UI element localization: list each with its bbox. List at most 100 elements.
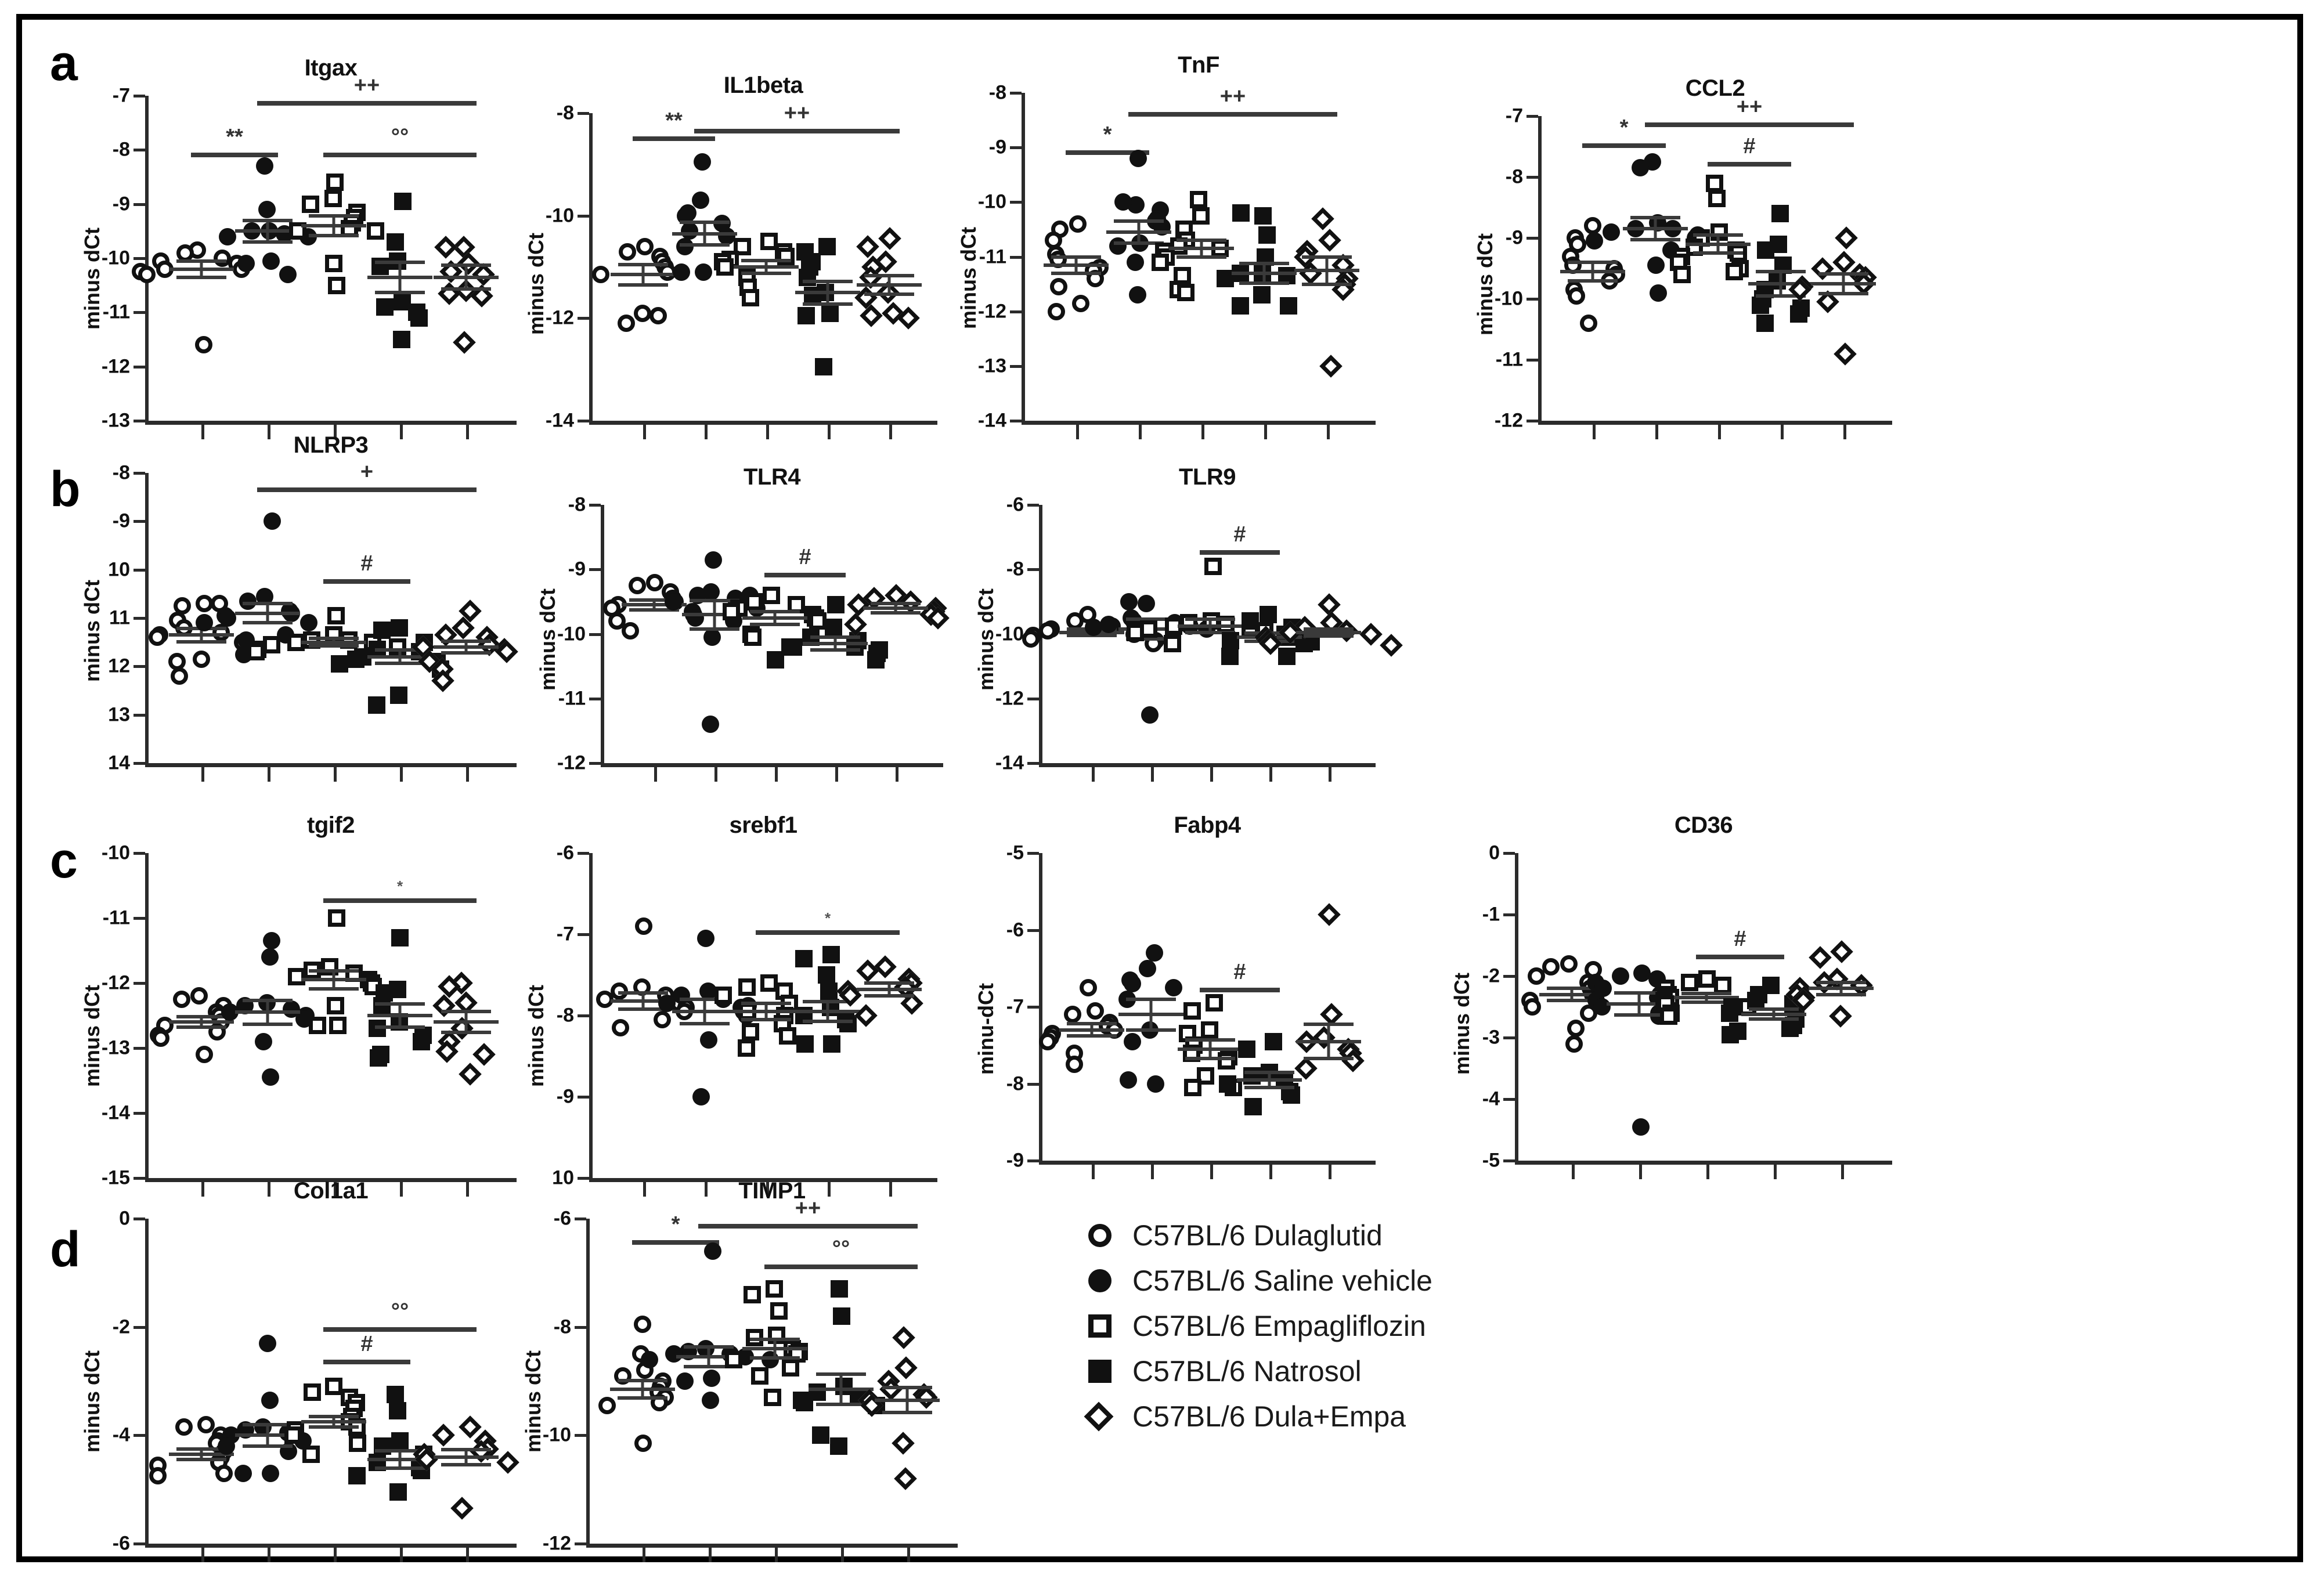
sem-cap — [441, 287, 491, 291]
data-point — [390, 687, 408, 705]
data-point — [598, 1397, 616, 1414]
y-tick — [575, 1325, 586, 1329]
x-tick — [268, 424, 270, 439]
data-point — [822, 946, 840, 963]
data-point — [373, 997, 391, 1015]
sem-cap — [243, 1022, 293, 1026]
y-tick — [1010, 92, 1022, 95]
x-tick — [1269, 767, 1272, 782]
y-tick — [1027, 568, 1039, 572]
sem-cap — [441, 263, 491, 268]
y-tick — [133, 149, 145, 152]
data-point — [1047, 302, 1065, 320]
sem-cap — [1244, 1070, 1294, 1074]
y-tick-label: 10 — [108, 558, 130, 581]
sem-cap — [1630, 216, 1680, 220]
data-point — [391, 1432, 409, 1450]
data-point — [809, 612, 827, 630]
y-tick — [578, 1096, 589, 1099]
y-tick — [1527, 115, 1538, 118]
data-point — [1120, 1071, 1138, 1089]
sem-cap — [1816, 980, 1866, 984]
x-tick — [654, 767, 657, 782]
data-point — [1022, 630, 1040, 648]
data-point — [1242, 612, 1260, 630]
sem-cap — [1126, 997, 1176, 1001]
data-point — [743, 1285, 761, 1303]
data-point — [262, 1068, 280, 1086]
x-tick — [766, 1182, 769, 1197]
y-tick-label: 0 — [1489, 841, 1500, 864]
x-tick — [1264, 424, 1267, 439]
data-point — [831, 1280, 849, 1298]
y-tick-label: 13 — [108, 703, 130, 726]
y-tick-label: -9 — [1505, 226, 1523, 249]
sem-cap — [441, 1447, 491, 1451]
sem-cap — [882, 1411, 932, 1415]
sem-whisker — [464, 641, 468, 653]
sem-whisker — [1208, 1039, 1212, 1058]
x-tick — [466, 424, 469, 439]
y-tick — [1503, 1159, 1515, 1162]
data-point — [309, 1016, 327, 1034]
sem-cap — [1749, 1007, 1799, 1011]
sem-whisker — [826, 281, 829, 304]
data-point — [1138, 959, 1156, 977]
data-point — [1086, 1002, 1104, 1020]
data-point — [765, 1280, 783, 1298]
y-tick — [133, 257, 145, 260]
sem-cap — [243, 602, 293, 605]
sem-cap — [618, 283, 668, 287]
data-point — [472, 1043, 496, 1066]
y-tick-label: -14 — [101, 1101, 130, 1124]
x-tick — [1572, 1164, 1575, 1179]
x-tick — [643, 1547, 645, 1562]
data-point — [1317, 903, 1341, 926]
sem-cap — [309, 214, 359, 218]
data-point — [763, 586, 781, 604]
y-tick — [589, 633, 601, 636]
data-point — [738, 978, 756, 996]
data-point — [1632, 1118, 1650, 1136]
sem-cap — [690, 598, 739, 602]
row-label-b: b — [50, 461, 81, 517]
x-tick — [268, 1547, 270, 1562]
y-axis-label: minus dCt — [524, 232, 548, 335]
data-point — [1151, 253, 1169, 271]
panel-title-tnf: TnF — [1178, 52, 1219, 78]
sem-cap — [1547, 999, 1597, 1003]
data-point — [170, 667, 188, 685]
sem-cap — [1114, 241, 1164, 245]
data-point — [856, 959, 879, 982]
sem-whisker — [1772, 1009, 1776, 1020]
y-tick-label: -7 — [1006, 995, 1024, 1018]
data-point — [818, 237, 836, 255]
data-point — [368, 696, 386, 714]
data-point — [1126, 623, 1144, 641]
data-point — [1183, 1002, 1201, 1020]
y-axis-label: minus dCt — [974, 588, 998, 691]
significance-bar — [764, 572, 846, 577]
sem-whisker — [464, 1011, 468, 1033]
significance-label: ** — [665, 108, 683, 133]
sem-whisker — [713, 600, 716, 629]
data-point — [750, 1367, 768, 1385]
y-tick — [578, 852, 589, 855]
y-tick — [1027, 504, 1039, 507]
sem-cap — [243, 999, 293, 1003]
data-point — [821, 304, 839, 322]
sem-cap — [1818, 272, 1868, 276]
sem-whisker — [266, 220, 269, 242]
sem-cap — [816, 1372, 866, 1376]
data-point — [703, 628, 721, 646]
significance-bar — [1200, 550, 1280, 555]
data-point — [450, 1497, 474, 1520]
data-point — [195, 595, 213, 612]
data-point — [1319, 355, 1343, 378]
